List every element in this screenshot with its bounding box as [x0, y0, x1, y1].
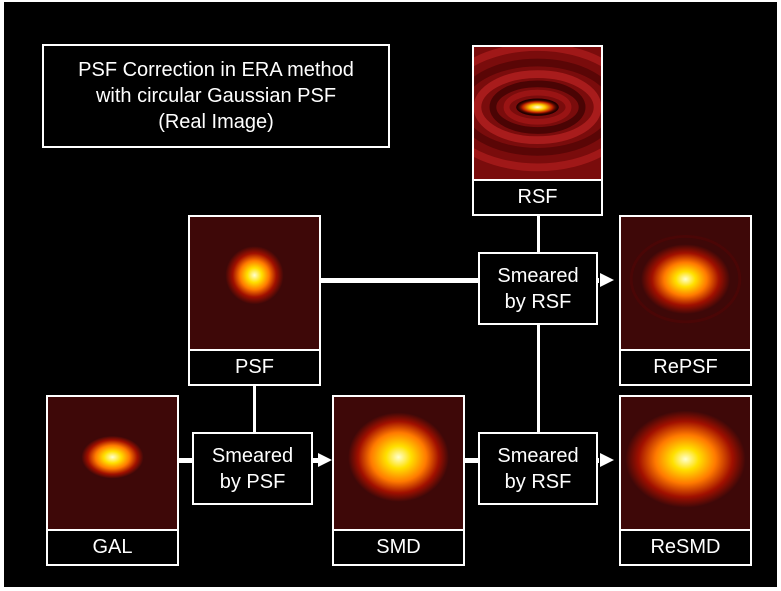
psf-label: PSF [188, 349, 321, 386]
resmd-label: ReSMD [619, 529, 752, 566]
smeared-by-rsf-top-box: Smeared by RSF [478, 252, 598, 325]
rsf-image [472, 45, 603, 181]
gal-image [46, 395, 179, 531]
smeared-by-psf-box: Smeared by PSF [192, 432, 313, 505]
smeared-by-rsf-top-line-2: by RSF [504, 290, 572, 313]
arrow-to-smd [318, 453, 332, 467]
rsf-connector-line [537, 214, 540, 454]
smeared-by-psf-line-1: Smeared [211, 444, 294, 467]
diagram-canvas: PSF Correction in ERA method with circul… [4, 2, 777, 587]
title-line-1: PSF Correction in ERA method [78, 59, 354, 81]
psf-to-smear-rsf-line [320, 278, 478, 283]
smear-psf-to-smd-line [312, 458, 320, 463]
repsf-label: RePSF [619, 349, 752, 386]
title-box: PSF Correction in ERA method with circul… [42, 44, 390, 148]
smeared-by-rsf-top-line-1: Smeared [497, 264, 579, 287]
smd-image [332, 395, 465, 531]
smd-to-smear-rsf-line [463, 458, 479, 463]
gal-label: GAL [46, 529, 179, 566]
title-line-2: with circular Gaussian PSF [95, 85, 337, 107]
smear-rsf-to-resmd-line [597, 458, 599, 463]
smeared-by-rsf-bottom-line-1: Smeared [497, 444, 579, 467]
smeared-by-psf-line-2: by PSF [219, 470, 286, 493]
psf-connector-line [253, 384, 256, 434]
smd-label: SMD [332, 529, 465, 566]
psf-image [188, 215, 321, 351]
arrow-to-repsf [600, 273, 614, 287]
smeared-by-rsf-bottom-line-2: by RSF [504, 470, 572, 493]
gal-to-smear-psf-line [178, 458, 192, 463]
rsf-label: RSF [472, 179, 603, 216]
resmd-image [619, 395, 752, 531]
smeared-by-rsf-bottom-box: Smeared by RSF [478, 432, 598, 505]
repsf-image [619, 215, 752, 351]
arrow-to-resmd [600, 453, 614, 467]
title-line-3: (Real Image) [158, 111, 274, 133]
smear-rsf-to-repsf-line [597, 278, 599, 283]
